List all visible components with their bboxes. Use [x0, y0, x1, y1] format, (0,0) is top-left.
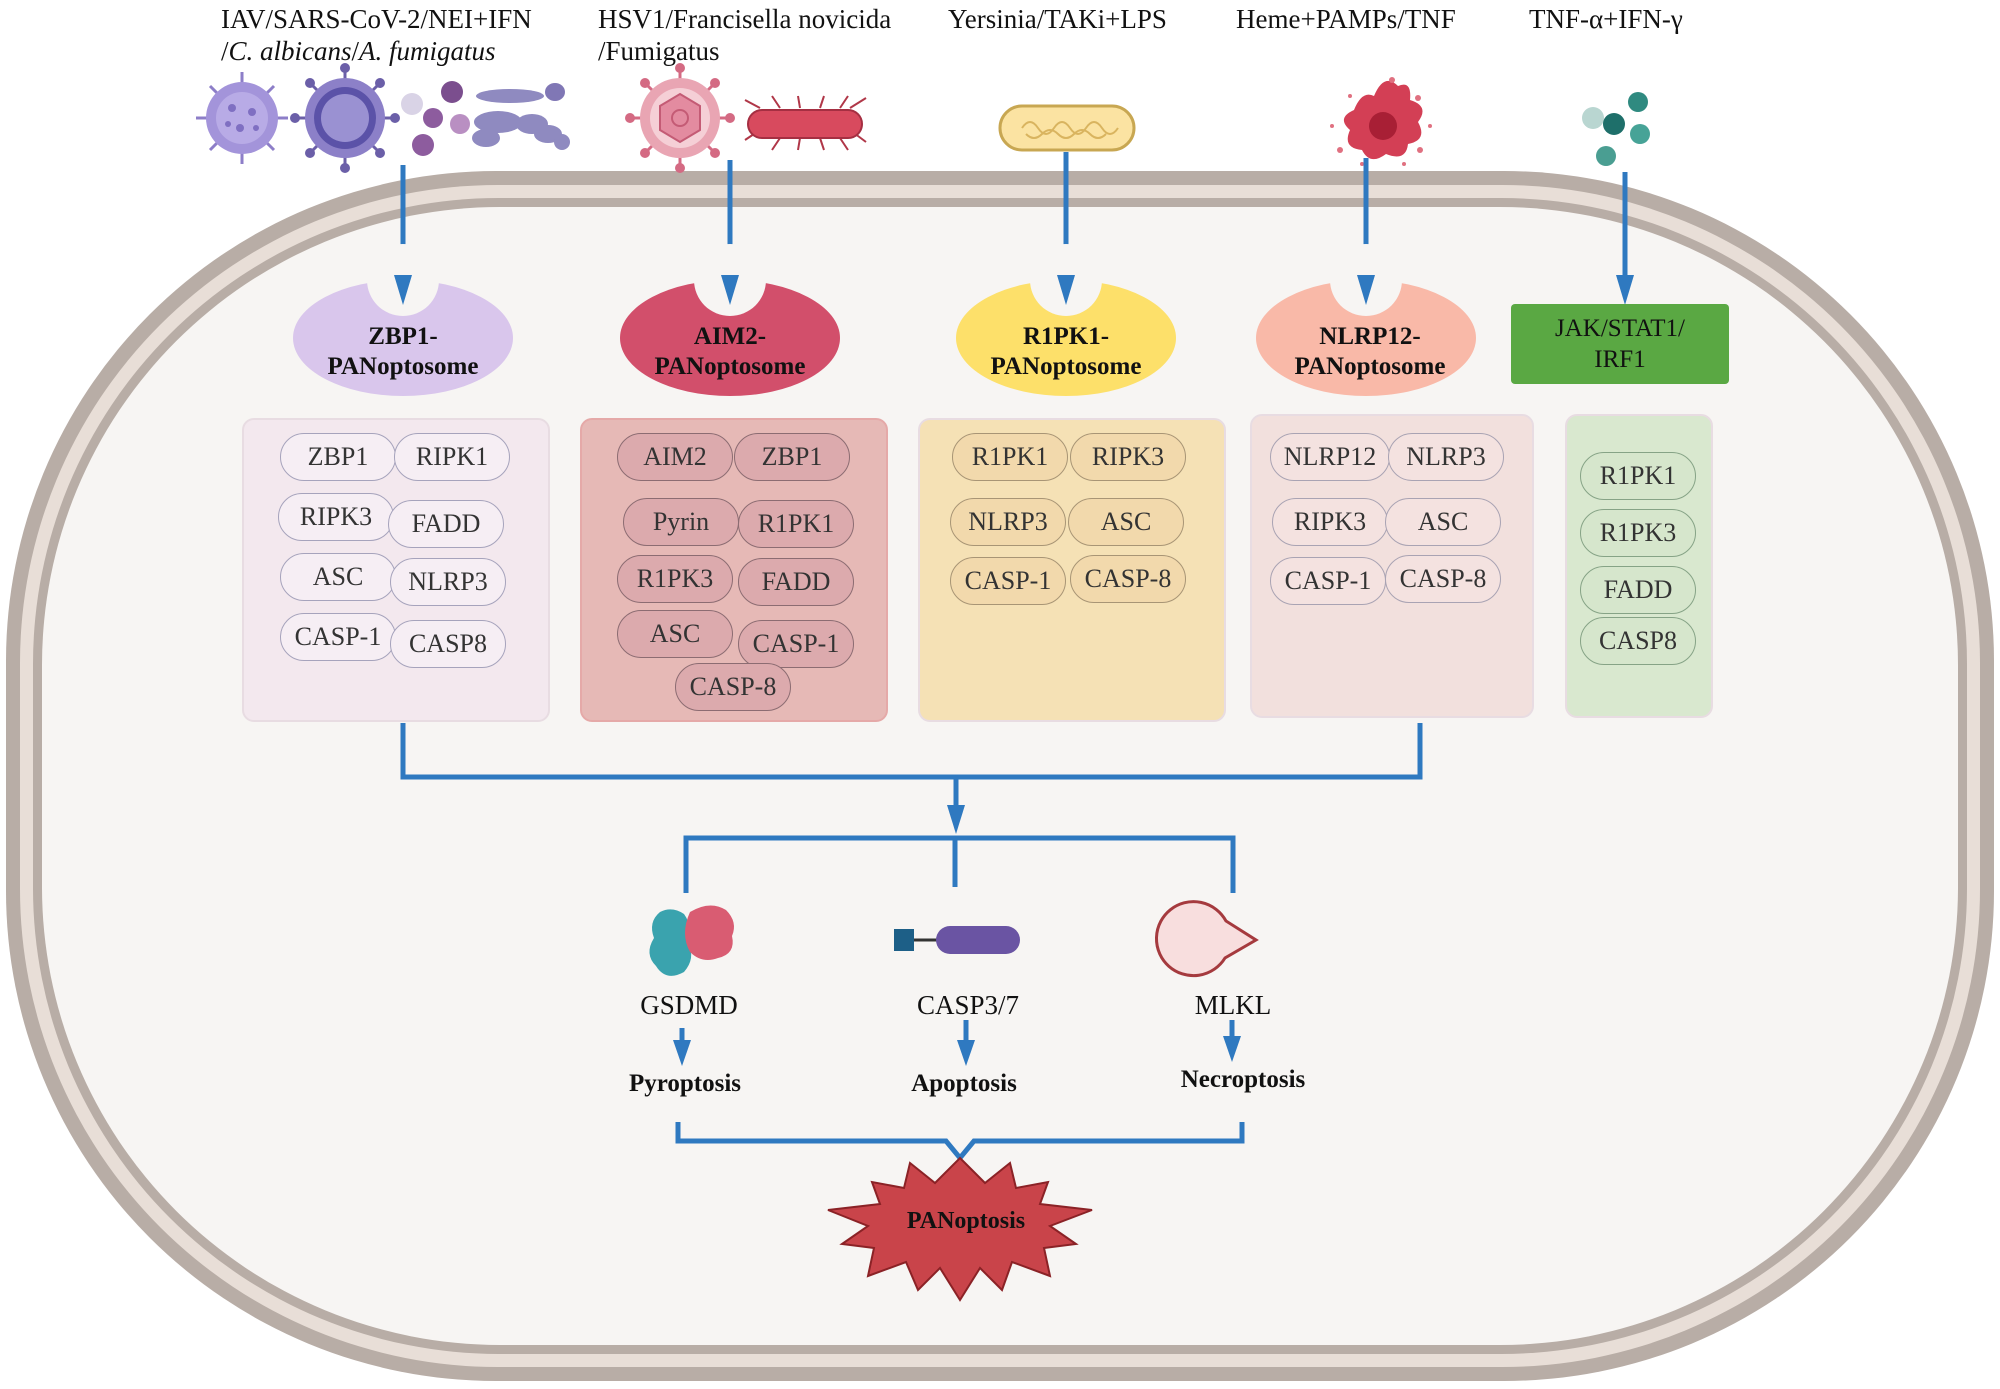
jak-stat1-irf1-box: JAK/STAT1/ IRF1: [1511, 304, 1729, 384]
panoptosis-star-icon: [827, 1156, 1093, 1302]
effector-label-casp37: CASP3/7: [916, 990, 1020, 1020]
protein-pill: CASP8: [1580, 617, 1696, 665]
convergence-arrowhead: [947, 805, 965, 834]
protein-pill: R1PK3: [617, 555, 733, 603]
protein-pill: FADD: [738, 558, 854, 606]
protein-pill: ASC: [1068, 498, 1184, 546]
complex-label-zbp1: ZBP1-PANoptosome: [327, 323, 479, 380]
mlkl-protein-icon: [1155, 900, 1259, 978]
complex-shape-ripk1: [956, 280, 1176, 396]
trigger-line: /Fumigatus: [598, 36, 720, 66]
protein-pill: CASP8: [390, 620, 506, 668]
trigger-line: TNF-α+IFN-γ: [1529, 4, 1683, 34]
protein-pill: CASP-8: [675, 663, 791, 711]
protein-pill: R1PK1: [1580, 452, 1696, 500]
protein-pill: CASP-8: [1385, 555, 1501, 603]
complex-label-aim2: AIM2-PANoptosome: [654, 323, 806, 380]
protein-pill: NLRP3: [950, 498, 1066, 546]
protein-pill: RIPK3: [278, 493, 394, 541]
protein-pill: CASP-1: [280, 613, 396, 661]
trigger-line: IAV/SARS-CoV-2/NEI+IFN: [221, 4, 532, 34]
gsdmd-protein-icon: [649, 905, 734, 976]
protein-pill: AIM2: [617, 433, 733, 481]
protein-pill: RIPK3: [1272, 498, 1388, 546]
coronavirus-icon: [290, 63, 400, 173]
protein-pill: RIPK1: [394, 433, 510, 481]
trigger-label-jak: TNF-α+IFN-γ: [1529, 3, 1683, 35]
jak-label: JAK/STAT1/: [1555, 315, 1685, 342]
protein-pill: R1PK3: [1580, 509, 1696, 557]
trigger-label-nlrp12: Heme+PAMPs/TNF: [1236, 3, 1456, 35]
protein-pill: ZBP1: [280, 433, 396, 481]
protein-pill: RIPK3: [1070, 433, 1186, 481]
protein-pill: ASC: [617, 610, 733, 658]
inflow-arrowhead: [1357, 275, 1375, 305]
trigger-line: Heme+PAMPs/TNF: [1236, 4, 1456, 34]
effector-label-gsdmd: GSDMD: [640, 990, 738, 1020]
protein-pill: ASC: [280, 553, 396, 601]
protein-pill: FADD: [1580, 566, 1696, 614]
protein-pill: R1PK1: [738, 500, 854, 548]
protein-pill: NLRP12: [1270, 433, 1390, 481]
death-label-necroptosis: Necroptosis: [1180, 1066, 1306, 1093]
cytokine-icon: [1582, 92, 1650, 166]
trigger-line-fungi: /C. albicans/A. fumigatus: [221, 36, 496, 66]
death-label-apoptosis: Apoptosis: [911, 1070, 1017, 1097]
protein-pill: ZBP1: [734, 433, 850, 481]
fungal-hyphae-icon: [472, 83, 570, 150]
caspase-protein-icon: [894, 926, 1020, 954]
protein-pill: Pyrin: [623, 498, 739, 546]
protein-pill: R1PK1: [952, 433, 1068, 481]
protein-pill: FADD: [388, 500, 504, 548]
jak-label: IRF1: [1594, 346, 1646, 373]
protein-pill: CASP-1: [950, 557, 1066, 605]
inflow-arrowhead: [721, 275, 739, 305]
virus-icon: [196, 72, 288, 164]
trigger-line: Yersinia/TAKi+LPS: [948, 4, 1167, 34]
death-label-pyroptosis: Pyroptosis: [628, 1070, 742, 1097]
protein-pill: NLRP3: [390, 558, 506, 606]
complex-shape-aim2: [620, 280, 840, 396]
trigger-line: HSV1/Francisella novicida: [598, 4, 892, 34]
protein-pill: ASC: [1385, 498, 1501, 546]
trigger-label-aim2: HSV1/Francisella novicida /Fumigatus: [598, 3, 891, 67]
yersinia-bacterium-icon: [998, 104, 1136, 152]
protein-pill: NLRP3: [1388, 433, 1504, 481]
trigger-label-zbp1: IAV/SARS-CoV-2/NEI+IFN /C. albicans/A. f…: [221, 3, 532, 67]
herpesvirus-icon: [625, 63, 735, 173]
complex-label-ripk1: R1PK1-PANoptosome: [990, 323, 1142, 380]
effector-label-mlkl: MLKL: [1194, 990, 1272, 1020]
panoptosis-label: PANoptosis: [906, 1208, 1026, 1234]
inflow-arrowhead: [1057, 275, 1075, 305]
heme-icon: [1330, 77, 1432, 166]
complex-label-nlrp12: NLRP12-PANoptosome: [1294, 323, 1446, 380]
bacterium-icon: [744, 95, 867, 151]
protein-pill: CASP-1: [738, 620, 854, 668]
fungal-spores-icon: [401, 81, 470, 156]
effector-arrows: [673, 1020, 1241, 1066]
complex-shape-zbp1: [293, 280, 513, 396]
protein-pill: CASP-8: [1070, 555, 1186, 603]
inflow-arrowhead: [394, 275, 412, 305]
trigger-label-ripk1: Yersinia/TAKi+LPS: [948, 3, 1167, 35]
protein-pill: CASP-1: [1270, 557, 1386, 605]
complex-shape-nlrp12: [1256, 280, 1476, 396]
